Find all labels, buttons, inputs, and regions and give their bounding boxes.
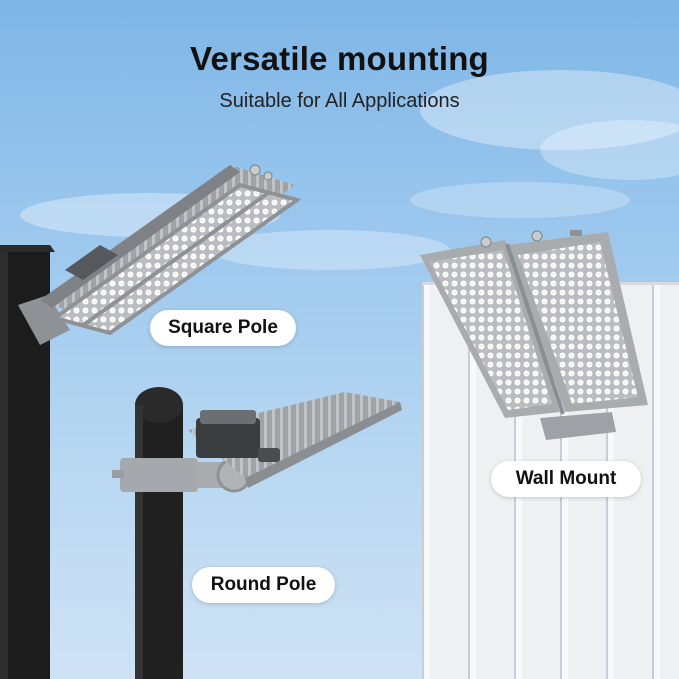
- wall-mount-scene: [420, 230, 679, 679]
- page-title: Versatile mounting: [190, 40, 489, 77]
- driver-box: [196, 418, 260, 458]
- square-pole-scene: [0, 164, 302, 679]
- square-pole-bracket: [18, 295, 70, 345]
- square-pole-fixture: [40, 164, 302, 336]
- round-pole-fixture: [188, 392, 402, 488]
- round-pole-label: Round Pole: [192, 567, 335, 603]
- round-pole-scene: [112, 387, 402, 679]
- wall-mount-label: Wall Mount: [491, 461, 641, 497]
- page-subtitle: Suitable for All Applications: [219, 90, 460, 112]
- round-pole-clamp: [120, 458, 198, 492]
- wall-mount-fixture: [420, 230, 648, 440]
- square-pole-label: Square Pole: [150, 310, 296, 346]
